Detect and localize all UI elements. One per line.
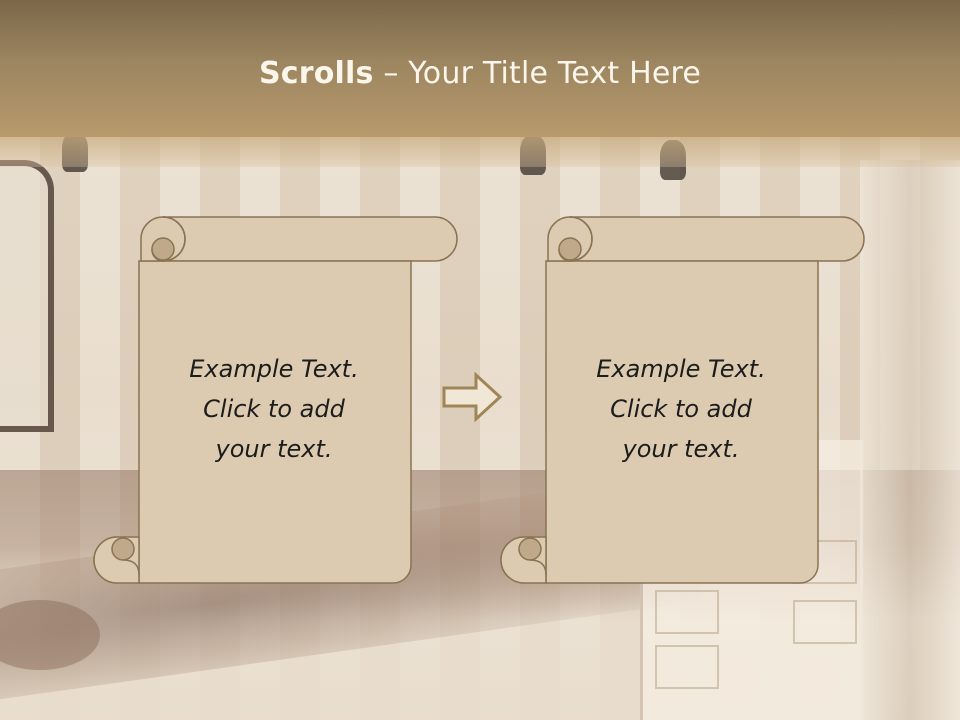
scroll-panel-right[interactable]: Example Text. Click to add your text. [500, 215, 866, 587]
scroll-text-line: your text. [622, 435, 740, 463]
title-band-shadow [0, 137, 960, 167]
scroll-shape [93, 216, 458, 584]
scroll-panel-left[interactable]: Example Text. Click to add your text. [93, 215, 459, 587]
scroll-text-right[interactable]: Example Text. Click to add your text. [546, 349, 816, 469]
scroll-text-left[interactable]: Example Text. Click to add your text. [139, 349, 409, 469]
slide-title-rest: Your Title Text Here [408, 56, 702, 91]
scroll-text-line: Example Text. [189, 355, 359, 383]
title-band [0, 0, 960, 137]
slide-title-bold: Scrolls [258, 56, 374, 91]
scroll-text-line: Example Text. [596, 355, 766, 383]
scroll-text-line: Click to add [610, 395, 752, 423]
slide-title-dash: – [373, 56, 409, 91]
scroll-shape [500, 216, 865, 584]
right-arrow-icon [442, 371, 504, 426]
scroll-text-line: your text. [215, 435, 333, 463]
scroll-text-line: Click to add [203, 395, 345, 423]
slide-title[interactable]: Scrolls – Your Title Text Here [0, 56, 960, 91]
